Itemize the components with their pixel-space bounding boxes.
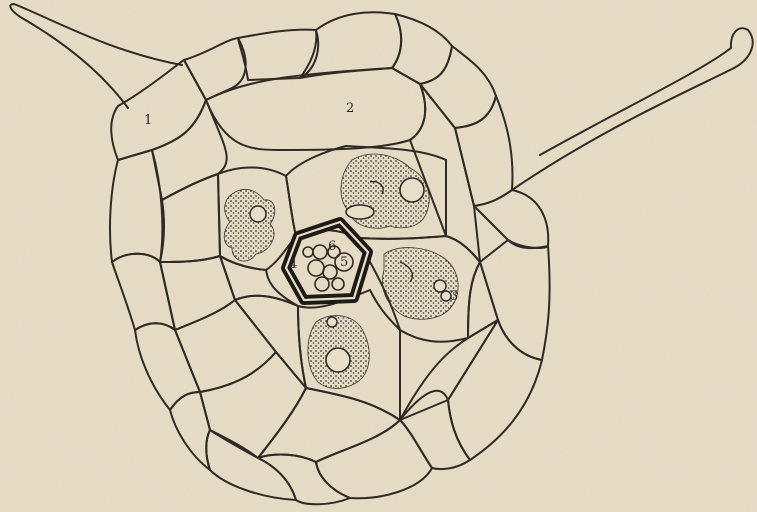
label-5: 5	[340, 255, 348, 270]
label-6: 6	[328, 239, 336, 254]
label-3: 3	[450, 289, 458, 304]
label-4: 4	[289, 257, 297, 272]
nucleus-stipple-bottom	[308, 316, 369, 389]
label-1: 1	[144, 113, 152, 128]
label-2: 2	[346, 101, 354, 116]
